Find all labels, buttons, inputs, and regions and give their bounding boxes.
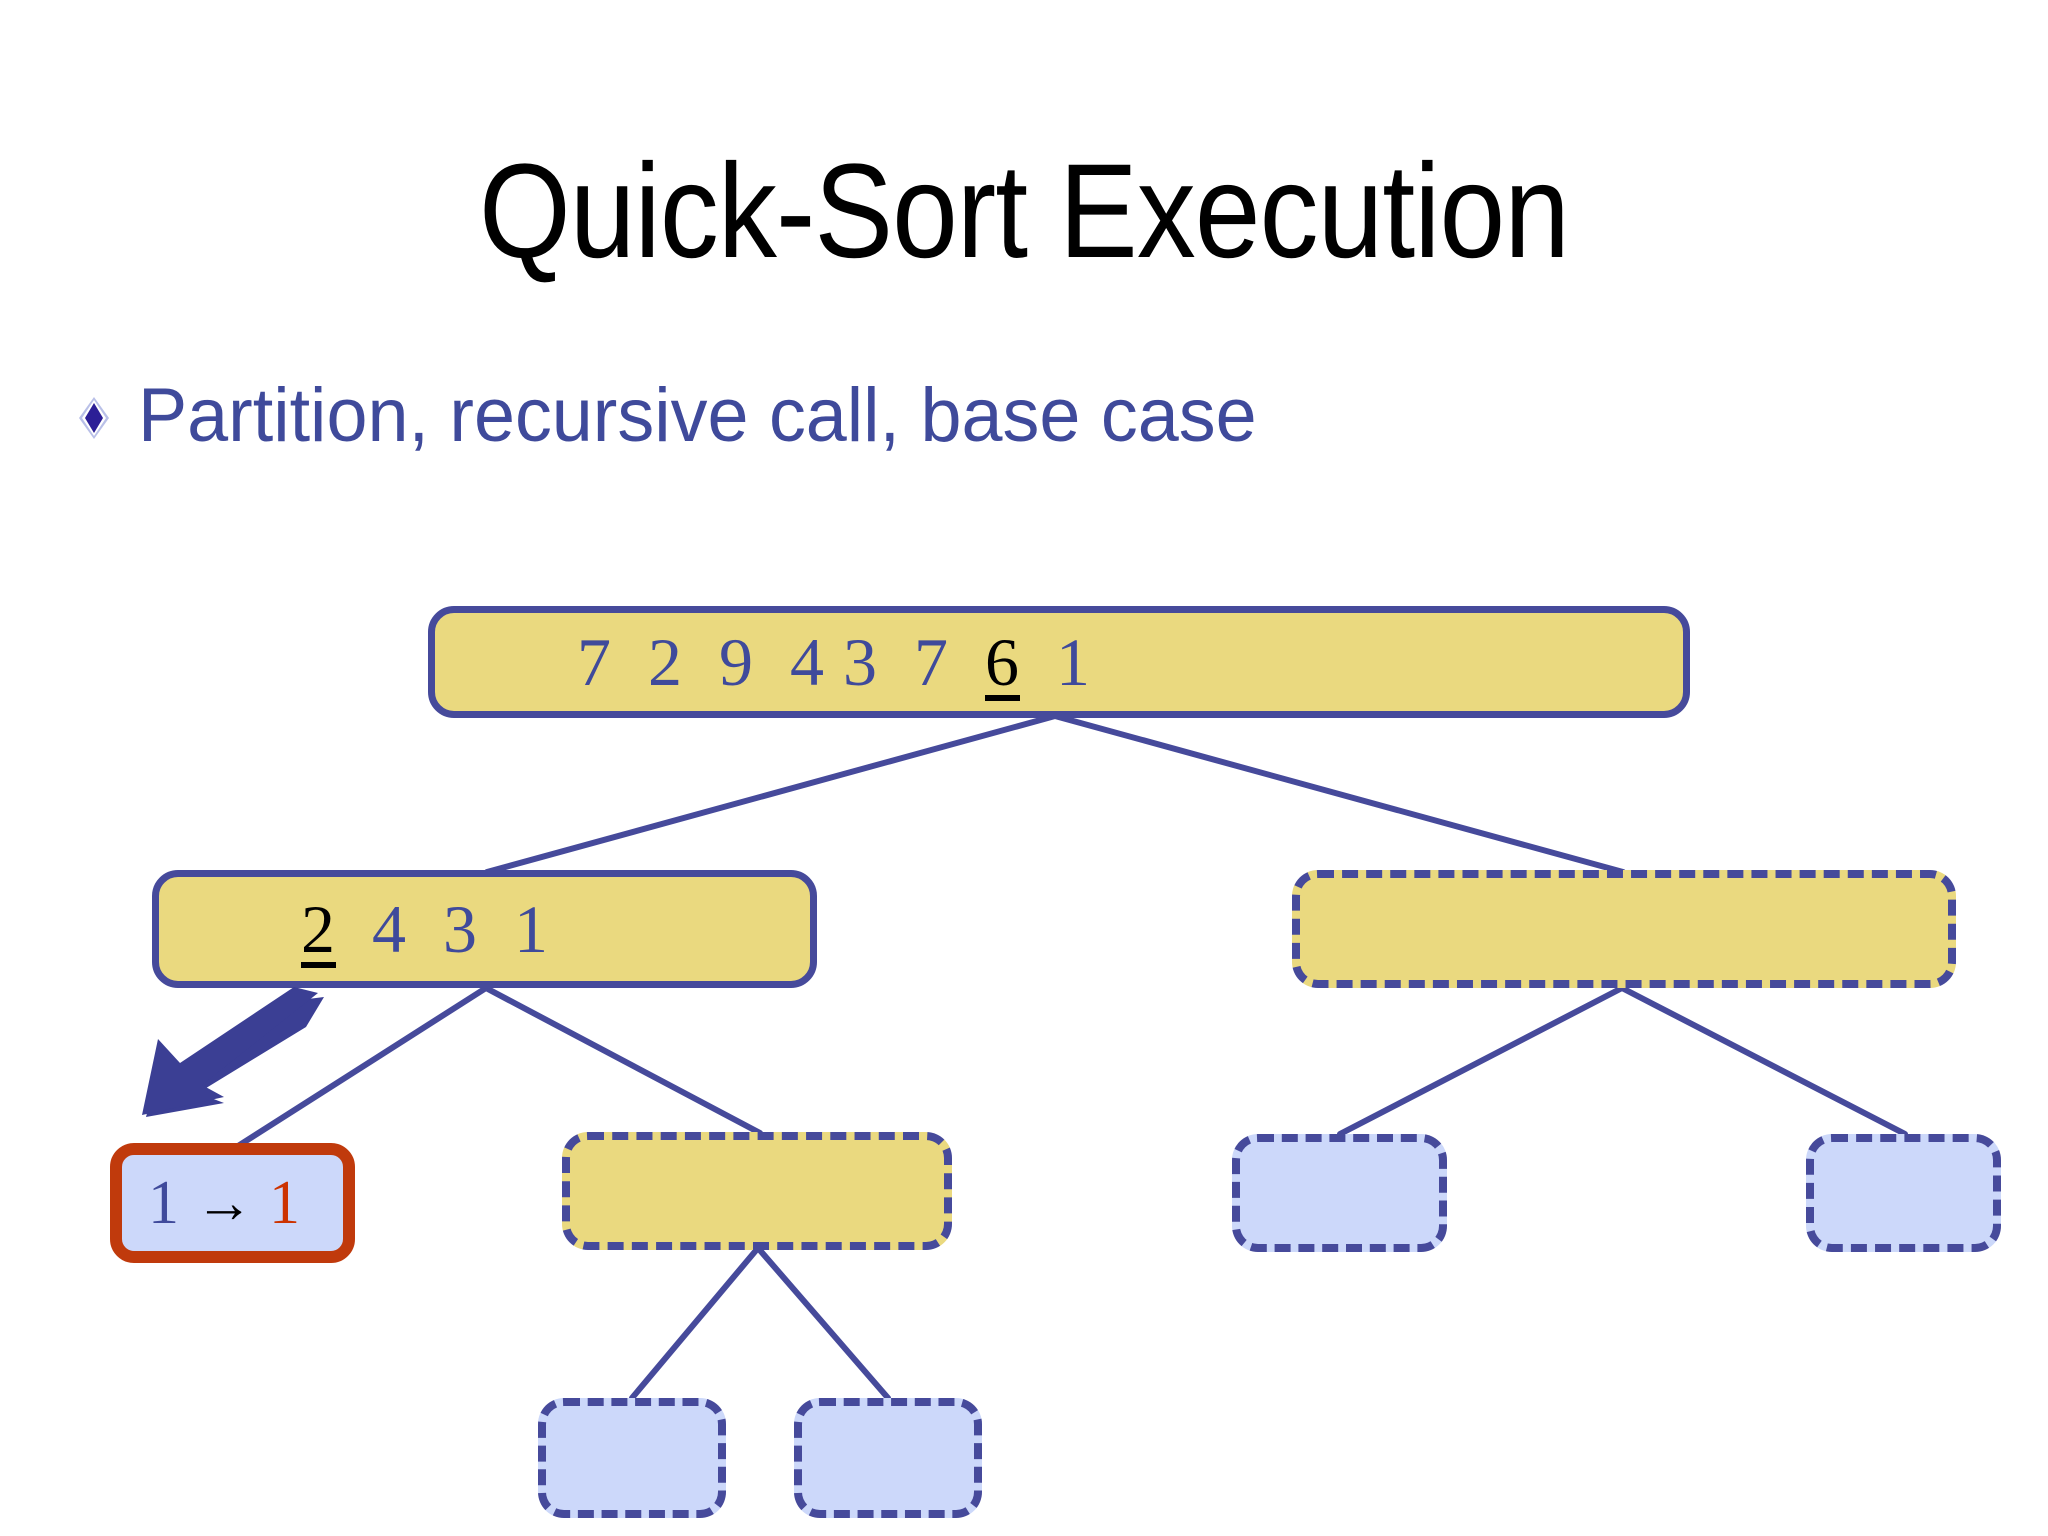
edge-right-leaf2 <box>1619 985 1908 1137</box>
tree-node-base-case[interactable]: 1 → 1 <box>110 1143 355 1263</box>
diamond-bullet-icon <box>72 396 116 440</box>
tree-node-right-child[interactable] <box>1292 870 1956 988</box>
base-case-content: 1 → 1 <box>122 1172 300 1234</box>
tree-node-root[interactable]: 7 2 9 4 3 7 6 1 <box>428 606 1690 718</box>
tree-node-bottom-leaf-2[interactable] <box>794 1398 982 1518</box>
root-seq-part-3: 1 <box>1020 624 1091 700</box>
tree-node-left-child[interactable]: 2 4 3 1 <box>152 870 817 988</box>
edge-root-right <box>1052 713 1626 875</box>
base-case-from: 1 <box>148 1169 179 1237</box>
edge-mid-bottom1 <box>629 1245 761 1401</box>
root-seq-part-1: 7 2 9 4 3 7 <box>577 624 985 700</box>
tree-node-bottom-leaf-1[interactable] <box>538 1398 726 1518</box>
base-case-to: 1 <box>269 1169 300 1237</box>
edge-right-leaf1 <box>1337 985 1625 1137</box>
tree-node-right-leaf-2[interactable] <box>1806 1134 2001 1252</box>
left-child-seq-rest: 4 3 1 <box>336 891 549 967</box>
page-title: Quick-Sort Execution <box>479 137 1570 286</box>
tree-node-left-mid[interactable] <box>562 1132 952 1250</box>
left-child-pivot: 2 <box>301 891 336 967</box>
bullet-text: Partition, recursive call, base case <box>138 373 1257 458</box>
root-sequence: 7 2 9 4 3 7 6 1 <box>435 560 1091 764</box>
left-child-sequence: 2 4 3 1 <box>159 827 549 1031</box>
tree-node-right-leaf-1[interactable] <box>1232 1134 1447 1252</box>
root-pivot: 6 <box>985 624 1020 700</box>
arrow-right-icon: → <box>195 1170 253 1235</box>
edge-mid-bottom2 <box>755 1245 891 1401</box>
bullet-row: Partition, recursive call, base case <box>72 378 1291 454</box>
